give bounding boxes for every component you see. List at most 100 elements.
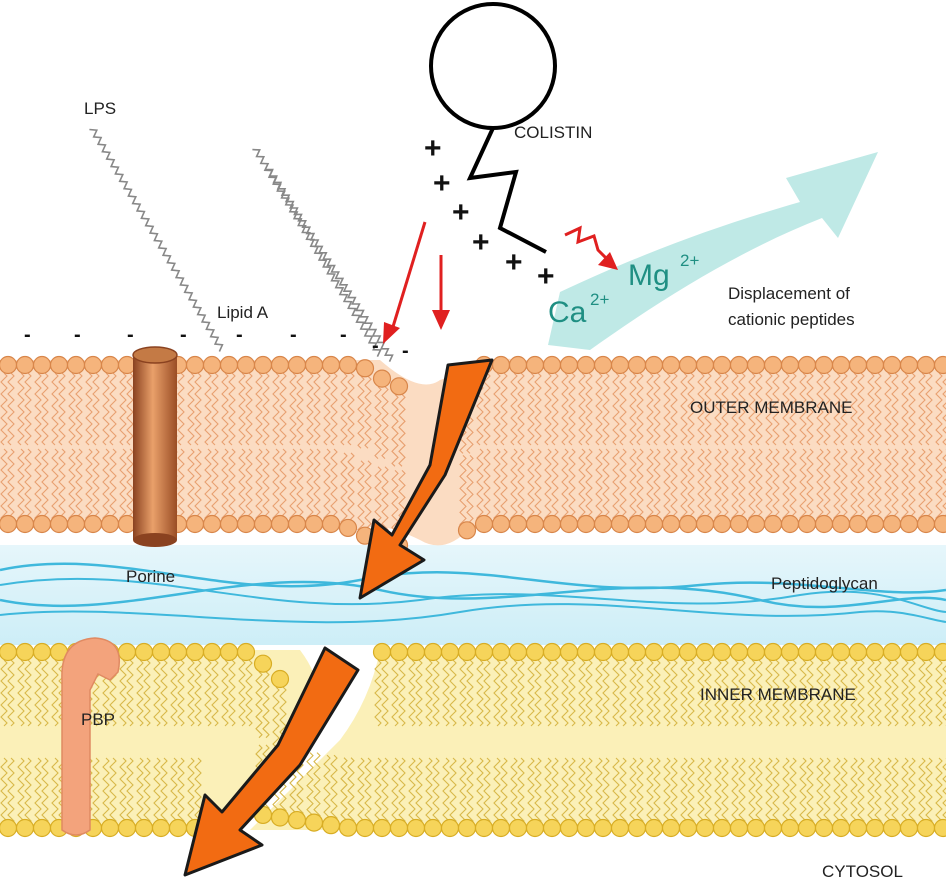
displacement-label: Displacement of — [728, 284, 850, 303]
magnesium-charge: 2+ — [680, 251, 699, 270]
lipid-head — [731, 820, 748, 837]
minus-charge: - — [24, 324, 31, 346]
lipid-head — [782, 820, 799, 837]
lipid-head — [425, 820, 442, 837]
lipid-head — [867, 644, 884, 661]
lipid-head — [901, 820, 918, 837]
lipid-head — [714, 820, 731, 837]
lipid-head — [561, 644, 578, 661]
porine-label: Porine — [126, 567, 175, 586]
lipid-head — [153, 820, 170, 837]
lipid-head — [595, 516, 612, 533]
peptidoglycan-label: Peptidoglycan — [771, 574, 878, 593]
lipid-head — [510, 516, 527, 533]
lipid-head — [255, 655, 272, 672]
lipid-head — [918, 516, 935, 533]
lipid-head — [816, 516, 833, 533]
lipid-head — [476, 516, 493, 533]
lipid-head — [340, 357, 357, 374]
lipid-head — [884, 820, 901, 837]
lipid-head — [867, 357, 884, 374]
lipid-head — [884, 357, 901, 374]
lipid-head — [612, 516, 629, 533]
lipid-head — [697, 357, 714, 374]
lipid-head — [306, 814, 323, 831]
colistin-label: COLISTIN — [514, 123, 592, 142]
lipid-head — [0, 357, 17, 374]
lipid-head — [782, 644, 799, 661]
peptidoglycan-layer — [0, 545, 946, 645]
lipid-head — [102, 820, 119, 837]
lipid-head — [0, 820, 17, 837]
lipid-head — [119, 644, 136, 661]
minus-charge: - — [180, 324, 187, 346]
lipid-head — [714, 644, 731, 661]
lipid-head — [527, 516, 544, 533]
lipid-head — [918, 820, 935, 837]
lipid-head — [714, 357, 731, 374]
lipid-head — [544, 820, 561, 837]
lipid-head — [799, 644, 816, 661]
lipid-head — [357, 820, 374, 837]
lipid-head — [782, 516, 799, 533]
magnesium-ion: Mg — [628, 259, 670, 292]
displacement-label-2: cationic peptides — [728, 310, 855, 329]
lipid-head — [510, 644, 527, 661]
lipid-head — [850, 820, 867, 837]
lipid-head — [561, 516, 578, 533]
lipid-head — [731, 644, 748, 661]
lipid-head — [833, 644, 850, 661]
lipid-head — [306, 357, 323, 374]
lipid-head — [340, 819, 357, 836]
lipid-head — [816, 357, 833, 374]
lipid-head — [527, 644, 544, 661]
lipid-head — [34, 644, 51, 661]
lipid-head — [493, 820, 510, 837]
lipid-head — [323, 357, 340, 374]
lipid-head — [34, 516, 51, 533]
lipid-head — [833, 357, 850, 374]
lipid-head — [68, 357, 85, 374]
lipid-head — [255, 357, 272, 374]
lipid-head — [221, 357, 238, 374]
lipid-head — [221, 516, 238, 533]
lipid-head — [918, 357, 935, 374]
lipid-head — [102, 516, 119, 533]
lipid-head — [187, 516, 204, 533]
lipid-head — [119, 820, 136, 837]
lipid-head — [187, 357, 204, 374]
lipid-head — [34, 820, 51, 837]
lipid-head — [272, 809, 289, 826]
minus-charge: - — [340, 324, 347, 346]
lipid-head — [119, 357, 136, 374]
lipid-head — [646, 357, 663, 374]
lipid-head — [238, 516, 255, 533]
lipid-head — [136, 644, 153, 661]
lipid-head — [748, 820, 765, 837]
inner-membrane — [0, 644, 946, 837]
lipid-head — [629, 820, 646, 837]
lipid-head — [595, 357, 612, 374]
lipid-head — [527, 357, 544, 374]
lipid-head — [459, 522, 476, 539]
calcium-charge: 2+ — [590, 290, 609, 309]
lipid-head — [612, 820, 629, 837]
plus-charge: + — [433, 167, 451, 200]
lipid-head — [612, 644, 629, 661]
lipid-head — [272, 357, 289, 374]
lipid-head — [799, 820, 816, 837]
lipid-head — [476, 820, 493, 837]
lipid-head — [340, 519, 357, 536]
lipid-head — [544, 357, 561, 374]
lipid-head — [816, 820, 833, 837]
lipid-head — [765, 357, 782, 374]
lipid-head — [850, 516, 867, 533]
lipid-head — [85, 357, 102, 374]
lipid-head — [323, 516, 340, 533]
positive-charges: + + + + + + — [424, 132, 555, 293]
lipid-head — [493, 516, 510, 533]
lipid-head — [493, 644, 510, 661]
lipid-head — [578, 516, 595, 533]
lipid-head — [884, 644, 901, 661]
